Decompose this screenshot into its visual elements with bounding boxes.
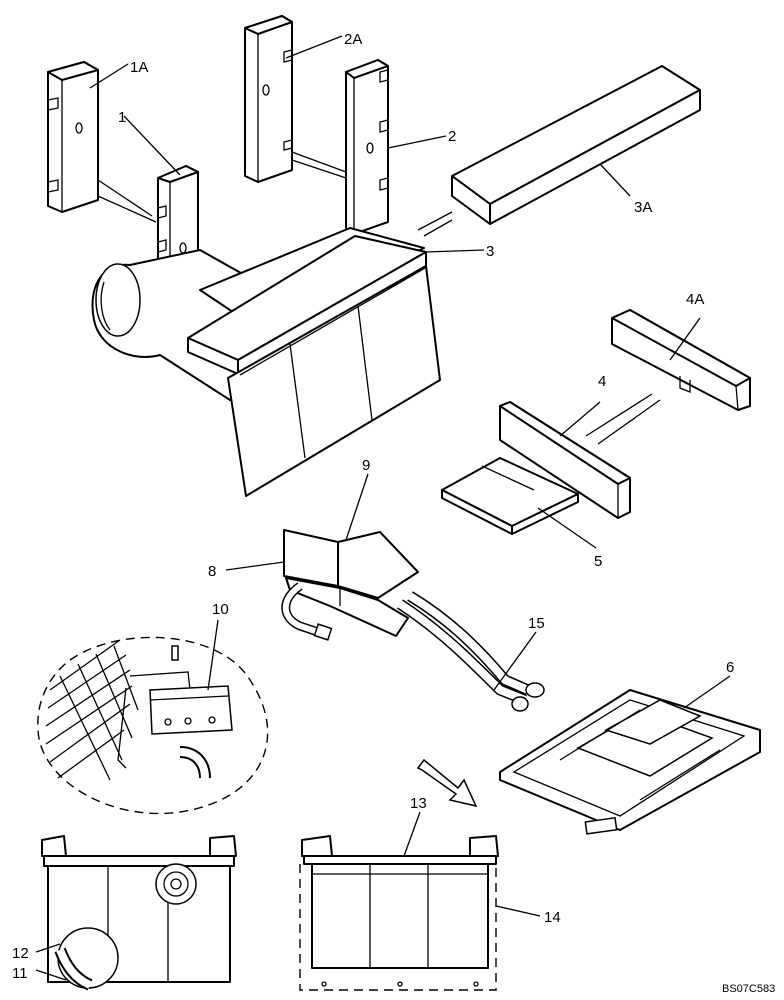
- part-8-9-module: [281, 529, 545, 712]
- front-view-right: [299, 835, 499, 991]
- label-6: 6: [726, 659, 734, 676]
- seat-base-assembly: [91, 227, 441, 497]
- part-2A-bracket: [244, 15, 293, 183]
- label-9: 9: [362, 457, 370, 474]
- label-13: 13: [410, 795, 427, 812]
- part-1A-bracket: [47, 61, 99, 213]
- label-3: 3: [486, 243, 494, 260]
- label-15: 15: [528, 615, 545, 632]
- detail-view-10: [37, 636, 269, 815]
- label-4A: 4A: [686, 291, 704, 308]
- part-2-bracket: [345, 59, 389, 235]
- label-2: 2: [448, 128, 456, 145]
- reference-code: BS07C583: [722, 983, 775, 995]
- callout-labels: 1A 1 2A 2 3A 3 4A 4 5 9 8 10 15 6 13 14 …: [12, 31, 775, 995]
- part-3A-cushion: [451, 65, 701, 225]
- label-11: 11: [12, 965, 28, 982]
- label-4: 4: [598, 373, 606, 390]
- label-12: 12: [12, 945, 29, 962]
- label-8: 8: [208, 563, 216, 580]
- direction-arrow: [416, 758, 478, 808]
- label-3A: 3A: [634, 199, 652, 216]
- front-view-left: [41, 835, 237, 991]
- label-1A: 1A: [130, 59, 148, 76]
- label-2A: 2A: [344, 31, 362, 48]
- label-5: 5: [594, 553, 602, 570]
- grille-pattern: [45, 639, 139, 781]
- leader-lines: [35, 35, 731, 981]
- part-4A-panel: [611, 309, 751, 411]
- part-6-floor-tray: [499, 689, 761, 835]
- label-14: 14: [544, 909, 561, 926]
- part-4-5-seat: [441, 401, 631, 535]
- label-10: 10: [212, 601, 229, 618]
- label-1: 1: [118, 109, 126, 126]
